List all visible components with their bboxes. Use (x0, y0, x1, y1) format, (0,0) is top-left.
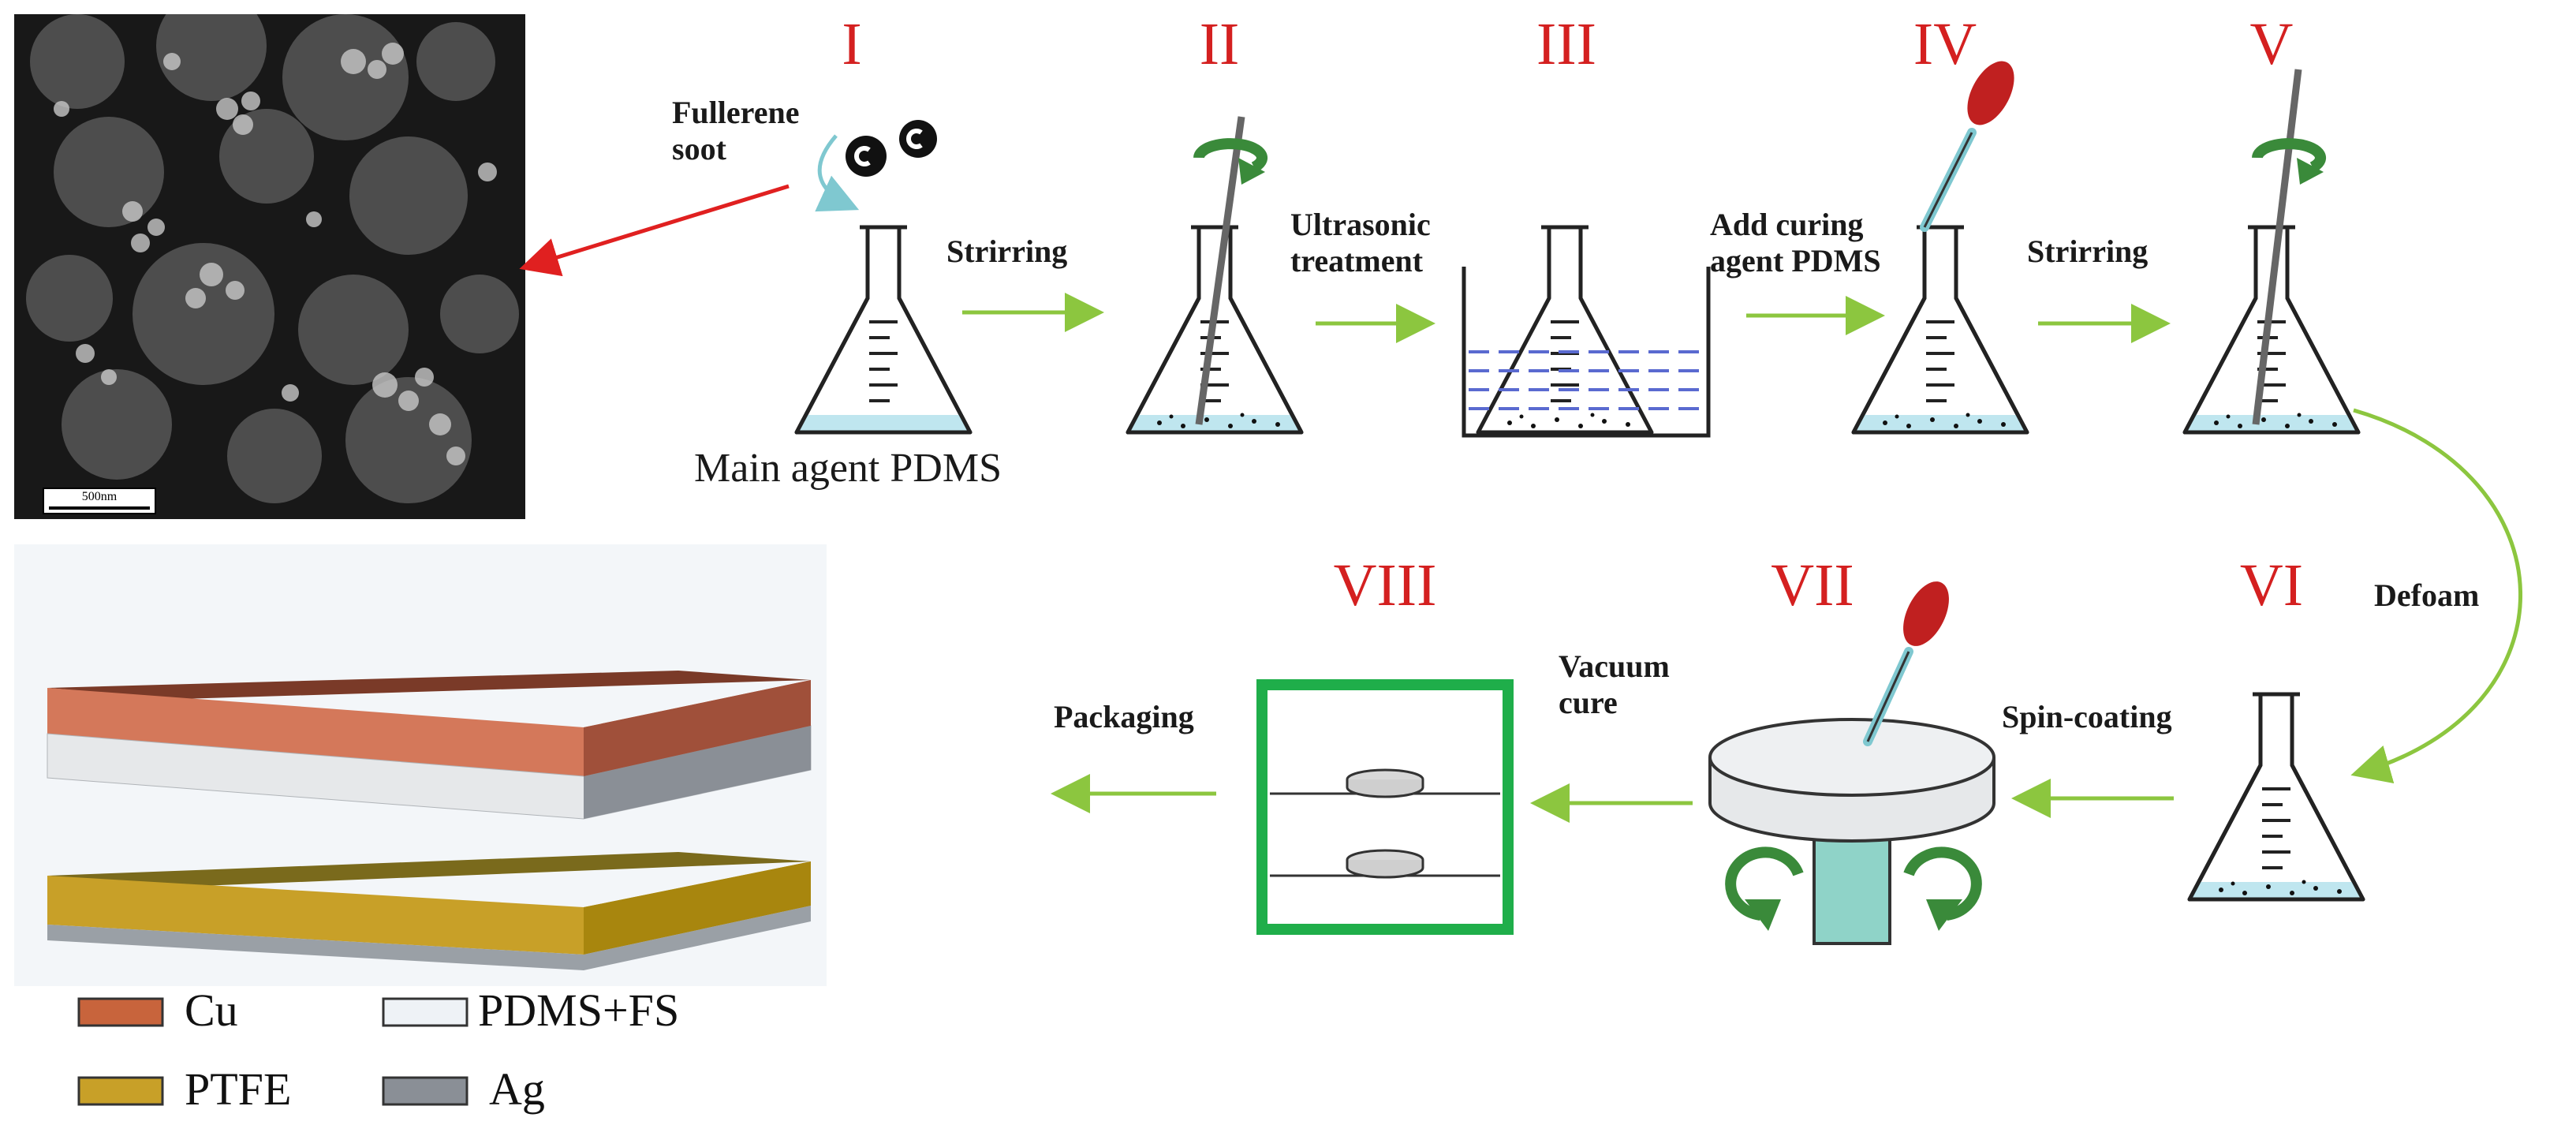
rotation-left-icon (1725, 846, 1804, 931)
step-label-vacuum-cure: Vacuum cure (1559, 648, 1670, 720)
label-main-agent: Main agent PDMS (694, 446, 1002, 491)
sem-pointer-arrow (519, 184, 790, 277)
flask-stage-2 (1126, 116, 1304, 435)
spin-coater (1708, 718, 1995, 945)
legend-label-ag: Ag (489, 1063, 545, 1115)
flask-stage-5 (2182, 69, 2361, 435)
stage-label-7: VII (1771, 552, 1854, 618)
sem-micrograph: 500nm (14, 14, 525, 519)
legend-label-ptfe: PTFE (185, 1063, 292, 1115)
step-label-stirring-2: Strirring (2027, 234, 2149, 269)
stage-label-1: I (842, 11, 862, 77)
fullerene-molecule-icon (846, 120, 937, 177)
legend-swatch-ptfe (77, 1076, 164, 1106)
legend-label-cu: Cu (185, 985, 238, 1036)
step-label-defoam: Defoam (2374, 577, 2480, 613)
scale-bar: 500nm (43, 488, 156, 514)
stage-label-4: IV (1913, 11, 1977, 77)
flow-arrow-defoam (2350, 408, 2522, 784)
step-label-packaging: Packaging (1054, 699, 1194, 734)
flask-stage-4 (1851, 227, 2029, 435)
rotation-right-icon (1903, 846, 1982, 931)
legend-swatch-pdms-fs (382, 997, 469, 1027)
dropper-icon (1863, 581, 1949, 746)
stage-label-2: II (1199, 11, 1240, 77)
add-soot-arrow (815, 134, 860, 212)
flask-stage-6 (2187, 694, 2365, 902)
legend-swatch-cu (77, 997, 164, 1027)
ultrasonic-bath (1462, 227, 1711, 438)
legend-swatch-ag (382, 1076, 469, 1106)
step-label-spin-coating: Spin-coating (2002, 699, 2172, 734)
step-label-add-curing: Add curing agent PDMS (1710, 207, 1881, 278)
sem-particles (14, 14, 525, 519)
dropper-icon (1920, 61, 2014, 232)
stage-label-8: VIII (1333, 552, 1437, 618)
stage-label-6: VI (2239, 552, 2304, 618)
flask-stage-1 (794, 227, 973, 435)
step-label-stirring-1: Strirring (946, 234, 1068, 269)
scale-bar-label: 500nm (81, 490, 118, 503)
step-label-fullerene-soot: Fullerene soot (672, 95, 800, 166)
legend-label-pdms-fs: PDMS+FS (478, 985, 680, 1036)
step-label-ultrasonic: Ultrasonic treatment (1290, 207, 1431, 278)
device-layers (14, 544, 827, 986)
vacuum-oven (1256, 679, 1514, 935)
stage-label-5: V (2249, 11, 2294, 77)
stage-label-3: III (1536, 11, 1596, 77)
